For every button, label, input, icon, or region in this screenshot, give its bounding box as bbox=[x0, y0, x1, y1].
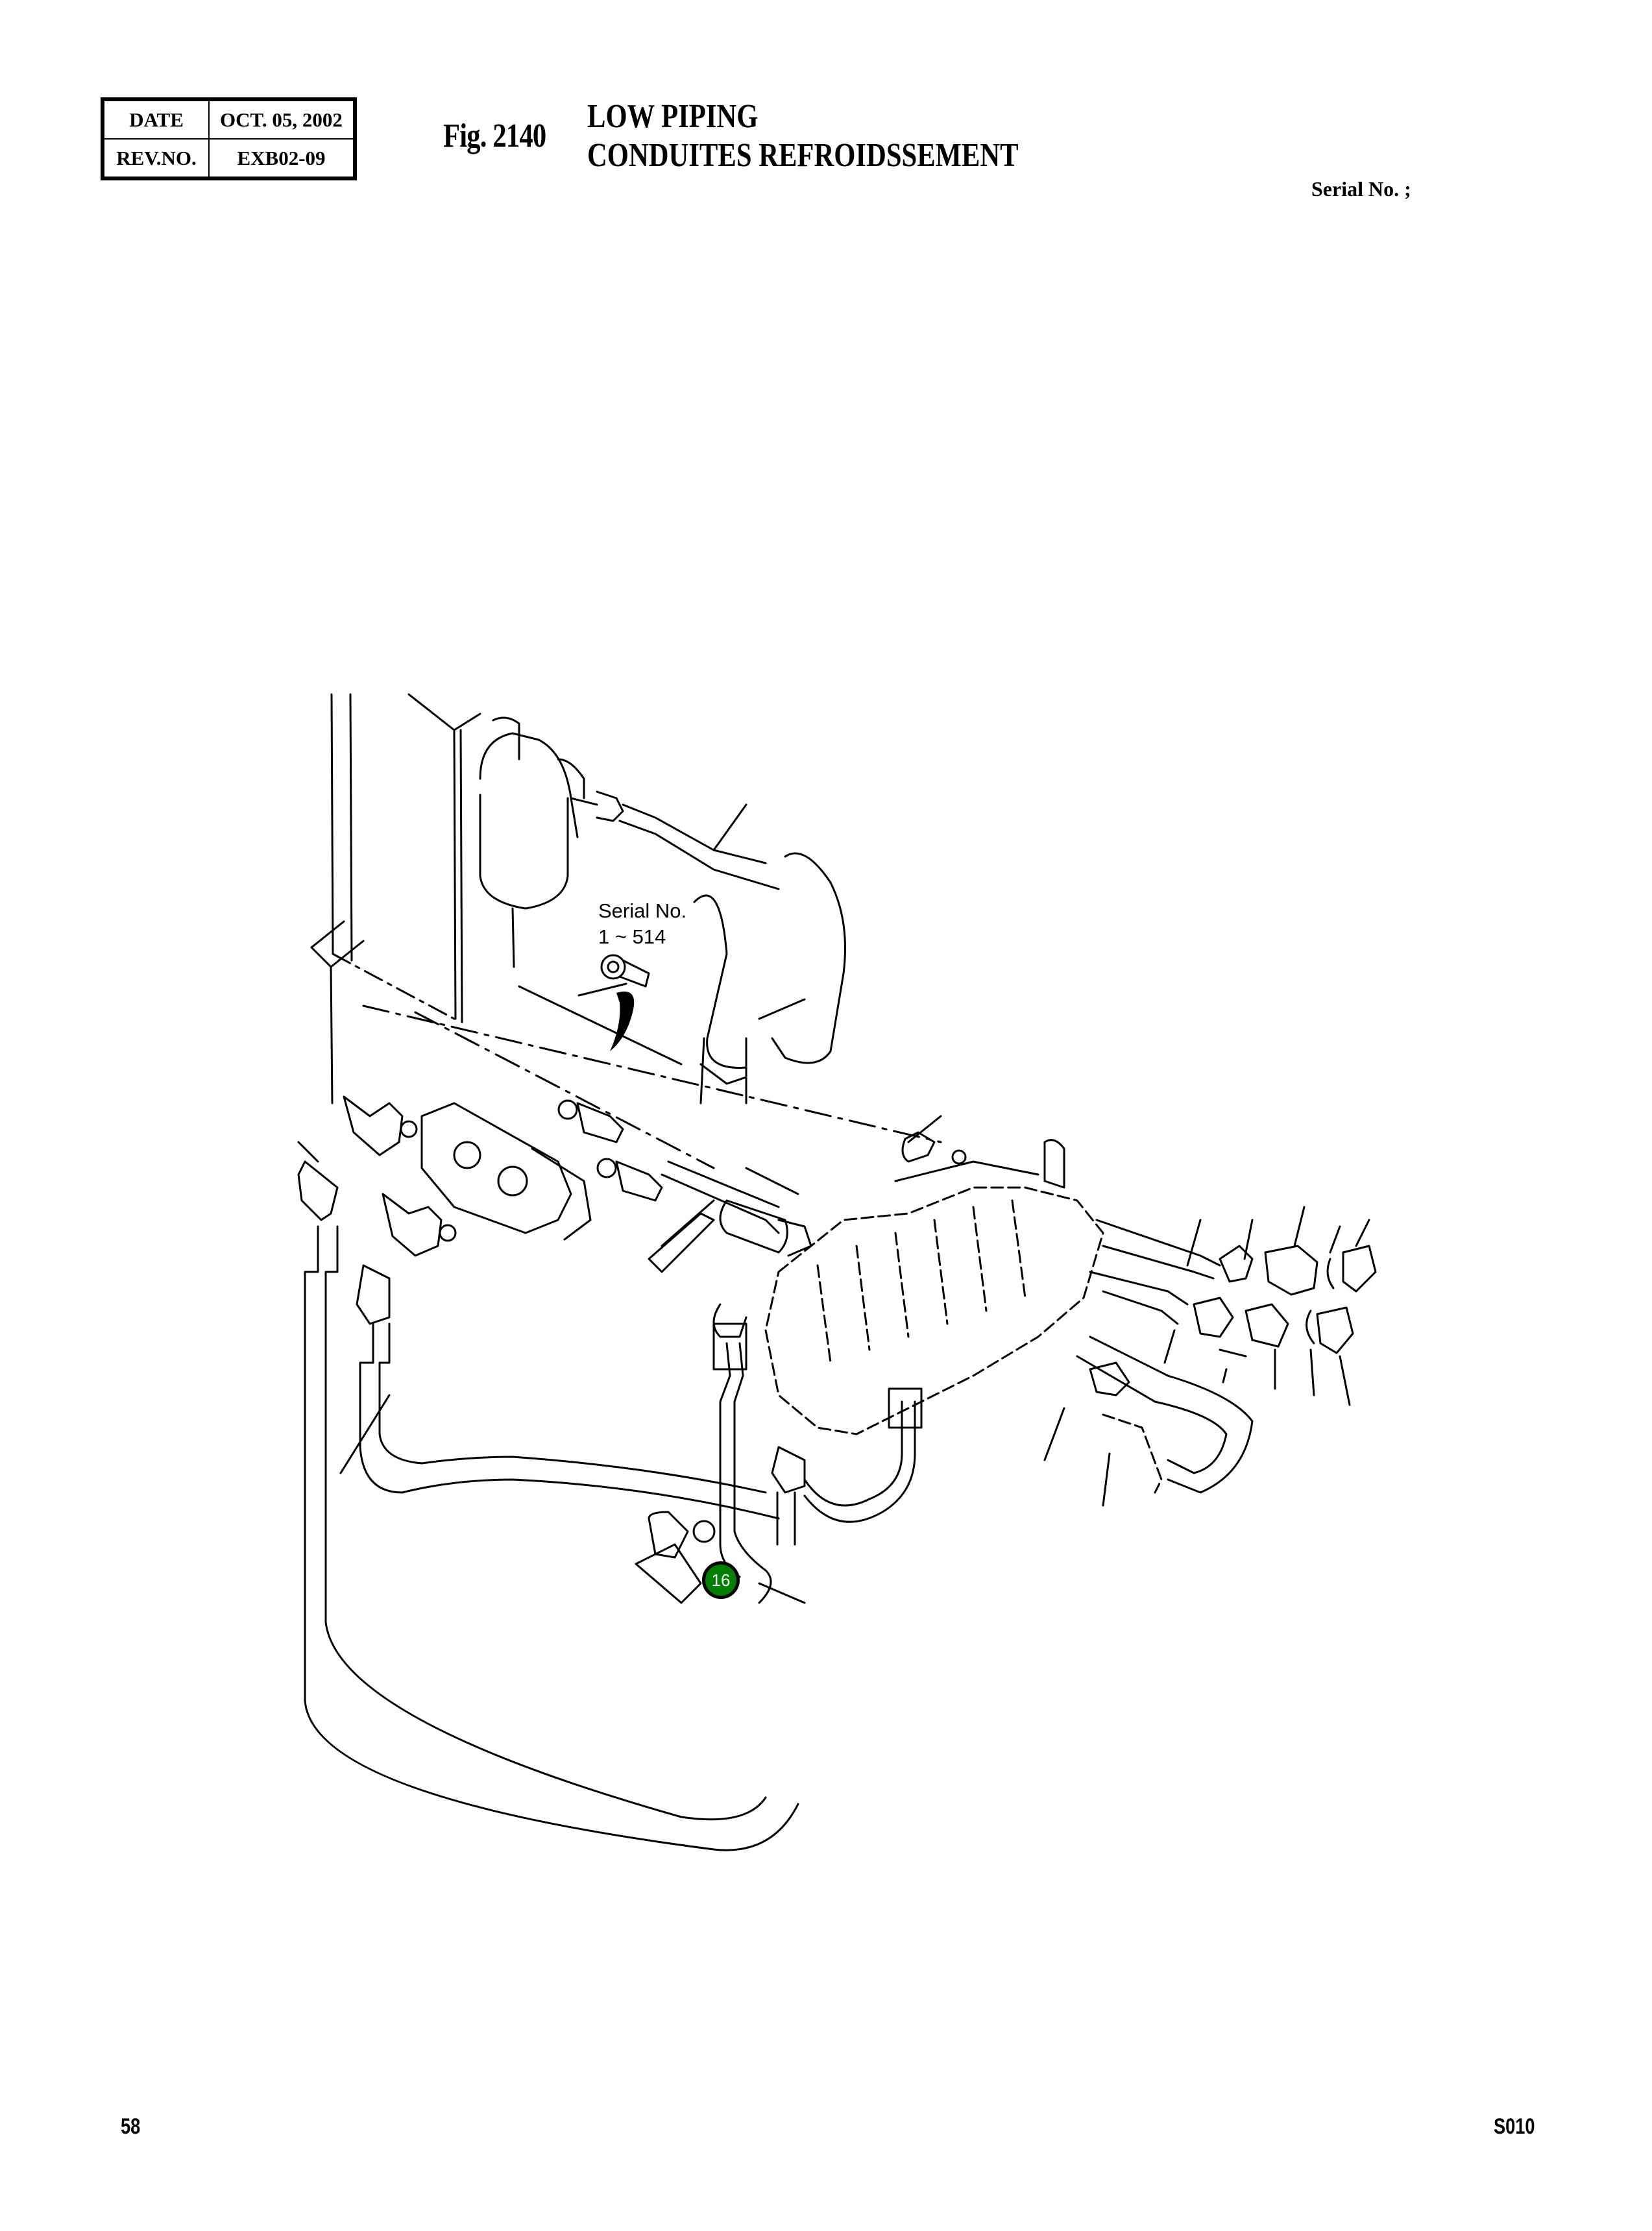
page-title-english: LOW PIPING bbox=[587, 98, 759, 135]
serial-note-label: Serial No. bbox=[598, 899, 687, 922]
serial-arrow-icon bbox=[610, 992, 635, 1051]
document-code: S010 bbox=[1494, 2114, 1535, 2139]
revision-label: REV.NO. bbox=[102, 138, 210, 179]
date-label: DATE bbox=[102, 99, 210, 140]
control-valve-block bbox=[764, 1186, 1104, 1435]
valve-top-elbow bbox=[894, 1115, 1065, 1189]
upper-hose bbox=[618, 803, 846, 1104]
serial-fitting bbox=[577, 954, 650, 997]
pump-block bbox=[420, 1102, 592, 1241]
revision-row: REV.NO. EXB02-09 bbox=[102, 138, 356, 179]
left-fittings bbox=[297, 1095, 799, 1851]
revision-value: EXB02-09 bbox=[208, 138, 356, 179]
serial-range-note: Serial No. 1 ~ 514 bbox=[598, 898, 686, 950]
page-title-french: CONDUITES REFROIDSSEMENT bbox=[587, 137, 1019, 174]
figure-number: Fig. 2140 bbox=[443, 117, 546, 154]
center-fittings bbox=[557, 1099, 799, 1273]
return-loop bbox=[1043, 1335, 1254, 1507]
lower-hose-16 bbox=[635, 1323, 923, 1604]
date-value: OCT. 05, 2002 bbox=[208, 99, 356, 140]
serial-number-label: Serial No. ; bbox=[1311, 177, 1411, 201]
revision-info-table: DATE OCT. 05, 2002 REV.NO. EXB02-09 bbox=[101, 97, 357, 180]
page-number: 58 bbox=[121, 2114, 141, 2139]
cylinder-fitting bbox=[712, 1199, 812, 1338]
part-callout-16[interactable]: 16 bbox=[702, 1561, 740, 1599]
right-hoses bbox=[1089, 1206, 1377, 1406]
date-row: DATE OCT. 05, 2002 bbox=[102, 99, 356, 140]
serial-note-range: 1 ~ 514 bbox=[598, 925, 666, 948]
